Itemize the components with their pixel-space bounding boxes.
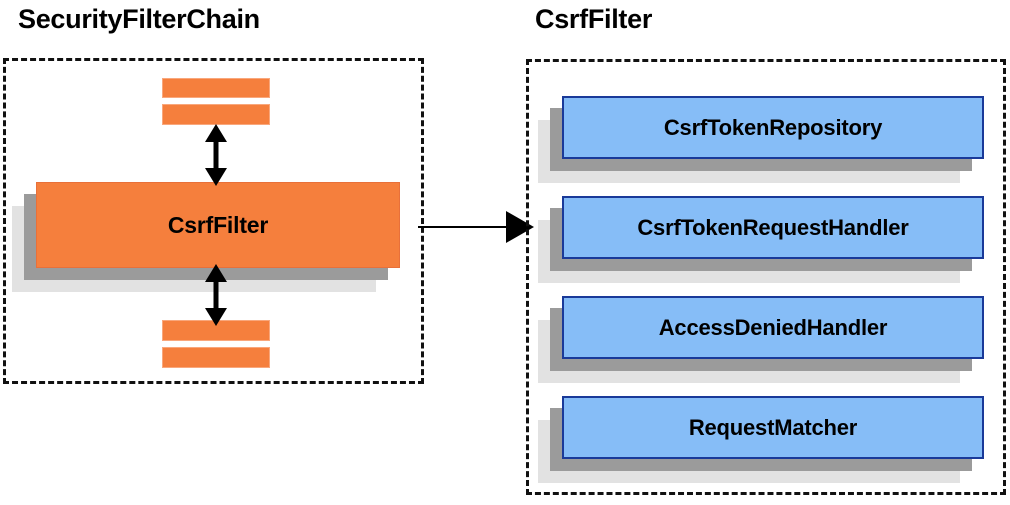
panel-security-filter-chain — [3, 58, 424, 384]
double-arrow-icon-above — [205, 124, 227, 186]
node-csrffilter-label: CsrfFilter — [36, 182, 400, 268]
filter-bar-below-2 — [162, 347, 270, 368]
filter-bar-above-1 — [162, 78, 270, 98]
node-csrffilter[interactable]: CsrfFilter — [12, 182, 400, 292]
double-arrow-icon-below — [205, 264, 227, 326]
node-access-denied-handler[interactable]: AccessDeniedHandler — [538, 296, 984, 383]
node-request-matcher[interactable]: RequestMatcher — [538, 396, 984, 483]
filter-bar-above-2 — [162, 104, 270, 125]
node-request-matcher-label: RequestMatcher — [562, 396, 984, 459]
node-csrf-token-repository-label: CsrfTokenRepository — [562, 96, 984, 159]
page-title-csrf-filter: CsrfFilter — [535, 4, 653, 34]
panel-csrf-filter — [526, 59, 1006, 495]
node-csrf-token-request-handler[interactable]: CsrfTokenRequestHandler — [538, 196, 984, 283]
node-access-denied-handler-label: AccessDeniedHandler — [562, 296, 984, 359]
node-csrf-token-request-handler-label: CsrfTokenRequestHandler — [562, 196, 984, 259]
node-csrf-token-repository[interactable]: CsrfTokenRepository — [538, 96, 984, 183]
page-title-security-filter-chain: SecurityFilterChain — [18, 4, 260, 34]
arrow-right-icon-csrffilter-to-detail — [418, 211, 534, 243]
